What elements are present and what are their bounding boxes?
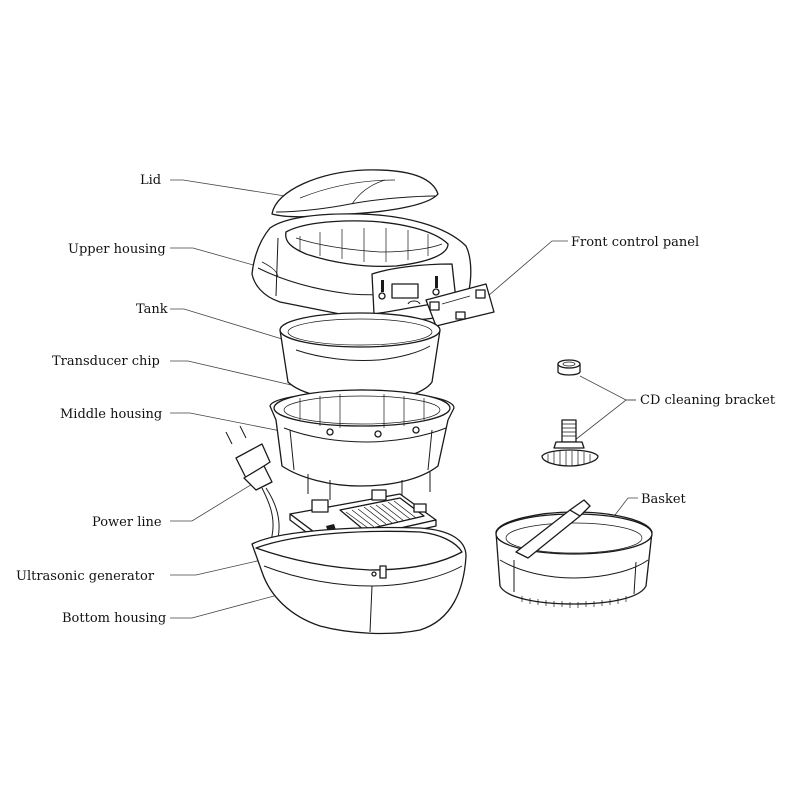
leader-middle-housing [170, 412, 287, 433]
basket [495, 499, 653, 608]
leader-front-control-panel [473, 240, 568, 309]
leader-tank [170, 308, 306, 347]
leader-power-line [170, 477, 263, 522]
label-front-control-panel: Front control panel [571, 235, 699, 250]
leader-cd-bracket-ring [579, 375, 636, 401]
label-tank: Tank [136, 302, 168, 317]
leader-transducer-chip [170, 360, 331, 395]
label-power-line: Power line [92, 515, 162, 530]
lid [271, 169, 439, 218]
label-bottom-housing: Bottom housing [62, 611, 166, 626]
middle-housing [269, 389, 455, 500]
tank [279, 312, 441, 403]
leader-cd-bracket-spindle [574, 399, 636, 441]
label-ultrasonic-generator: Ultrasonic generator [16, 569, 155, 584]
leader-bottom-housing [170, 588, 301, 619]
bottom-housing [251, 526, 467, 635]
leader-lid [170, 179, 286, 197]
front-control-panel [425, 283, 495, 327]
label-middle-housing: Middle housing [60, 407, 162, 422]
cd-cleaning-bracket [541, 359, 599, 467]
label-transducer-chip: Transducer chip [52, 354, 160, 369]
leader-lines [170, 179, 638, 619]
display-window [391, 283, 419, 299]
leader-upper-housing [170, 247, 279, 273]
label-upper-housing: Upper housing [68, 242, 166, 257]
label-basket: Basket [641, 492, 687, 507]
label-lid: Lid [140, 173, 161, 188]
upper-housing [251, 213, 472, 322]
label-cd-cleaning-bracket: CD cleaning bracket [640, 393, 776, 408]
